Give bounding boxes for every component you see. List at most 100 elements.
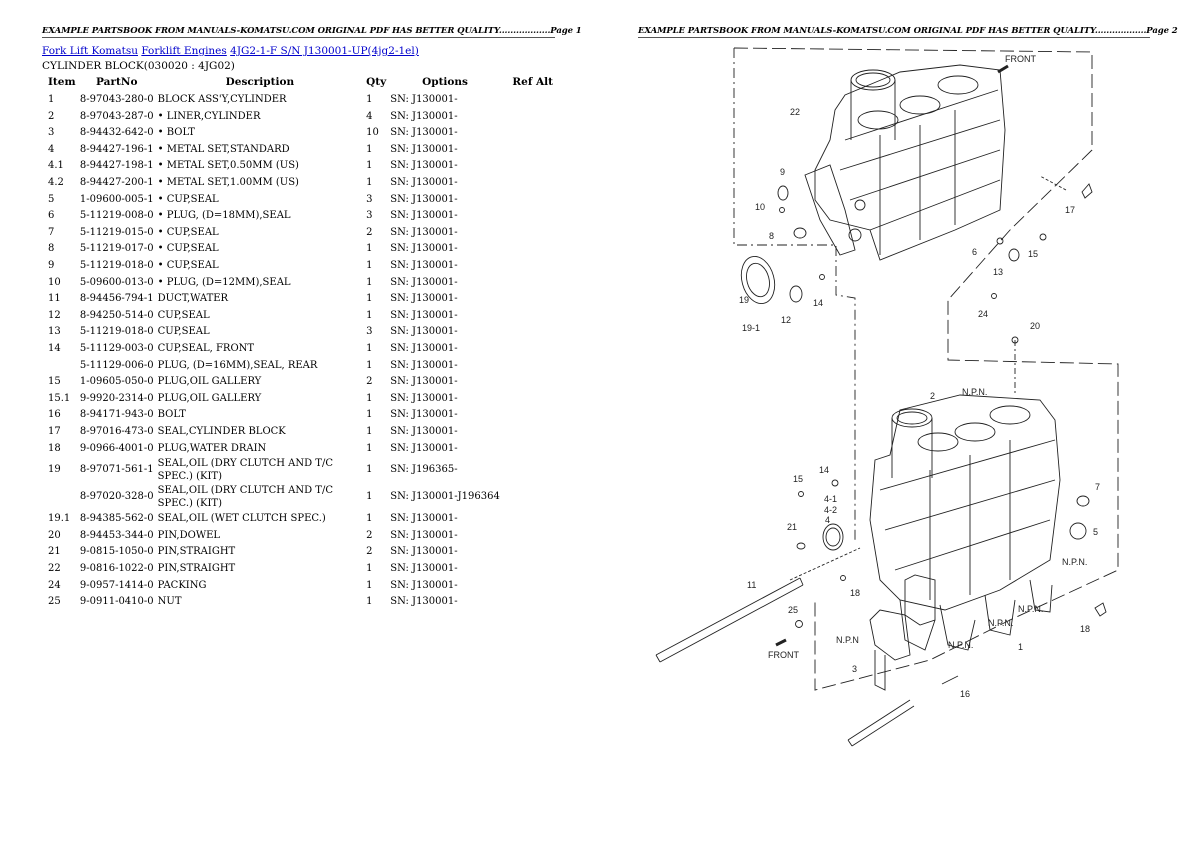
- part-number-cell: 5-09600-013-0: [79, 276, 154, 288]
- description-cell: PLUG,OIL GALLERY: [157, 376, 262, 388]
- item-cell: 20: [48, 529, 61, 541]
- qty-cell: 1: [366, 579, 373, 591]
- svg-text:17: 17: [1065, 205, 1075, 215]
- item-cell: 4.1: [48, 160, 64, 172]
- breadcrumb-link-fork-lift-komatsu[interactable]: Fork Lift Komatsu: [42, 45, 138, 57]
- ref-alt-cell: [502, 390, 555, 407]
- qty-cell: 1: [366, 392, 373, 404]
- column-header-partno: PartNo: [96, 76, 138, 88]
- ref-alt-cell: [502, 274, 555, 291]
- options-cell: SN: J130001-: [390, 309, 458, 321]
- svg-text:7: 7: [1095, 482, 1100, 492]
- item-cell: 15: [48, 376, 61, 388]
- options-cell: SN: J130001-: [390, 359, 458, 371]
- part-number-cell: 9-9920-2314-0: [79, 392, 154, 404]
- options-cell: SN: J130001-: [390, 276, 458, 288]
- svg-text:18: 18: [850, 588, 860, 598]
- qty-cell: 1: [366, 596, 373, 608]
- item-cell: 19: [48, 464, 61, 476]
- breadcrumb-link-forklift-engines[interactable]: Forklift Engines: [141, 45, 227, 57]
- ref-alt-cell: [502, 241, 555, 258]
- item-cell: [44, 484, 78, 511]
- description-cell: • LINER,CYLINDER: [157, 110, 261, 122]
- parts-table: Item PartNo Description Qty Options Ref …: [44, 76, 555, 610]
- item-cell: 4.2: [48, 177, 64, 189]
- description-cell: • CUP,SEAL: [157, 193, 219, 205]
- svg-text:N.P.N.: N.P.N.: [948, 640, 973, 650]
- part-number-cell: 8-94427-200-1: [79, 177, 154, 189]
- options-cell: SN: J130001-: [390, 210, 458, 222]
- ref-alt-cell: [502, 108, 555, 125]
- part-number-cell: 8-97016-473-0: [79, 425, 154, 437]
- item-cell: 25: [48, 596, 61, 608]
- item-cell: 14: [48, 343, 61, 354]
- item-cell: 16: [48, 409, 61, 421]
- qty-cell: 2: [366, 376, 373, 388]
- breadcrumb-link-model[interactable]: 4JG2-1-F S/N J130001-UP(4jg2-1el): [230, 45, 419, 57]
- svg-text:10: 10: [755, 202, 765, 212]
- description-cell: PLUG, (D=16MM),SEAL, REAR: [157, 359, 318, 371]
- item-cell: 4: [48, 143, 55, 155]
- part-number-cell: 8-94385-562-0: [79, 513, 154, 525]
- item-cell: 19.1: [48, 513, 71, 525]
- description-cell: PIN,STRAIGHT: [157, 546, 236, 558]
- column-header-ref-alt: Ref Alt: [512, 76, 553, 88]
- options-cell: SN: J130001-: [390, 160, 458, 172]
- ref-alt-cell: [502, 544, 555, 561]
- item-cell: 9: [48, 260, 55, 272]
- qty-cell: 1: [366, 562, 373, 574]
- options-cell: SN: J130001-: [390, 442, 458, 454]
- ref-alt-cell: [502, 257, 555, 274]
- qty-cell: 1: [366, 442, 373, 454]
- upper-cylinder-block: [804, 64, 1006, 261]
- item-cell: 17: [48, 425, 61, 437]
- breadcrumb: Fork Lift Komatsu Forklift Engines 4JG2-…: [42, 45, 419, 57]
- ref-alt-cell: [502, 357, 555, 374]
- description-cell: NUT: [157, 596, 182, 608]
- part-number-cell: 5-11219-008-0: [79, 210, 154, 222]
- ref-alt-cell: [502, 125, 555, 142]
- item-cell: 12: [48, 309, 61, 321]
- options-cell: SN: J130001-: [390, 596, 458, 608]
- options-cell: SN: J130001-: [390, 293, 458, 305]
- options-cell: SN: J130001-: [390, 546, 458, 558]
- ref-alt-cell: [502, 577, 555, 594]
- ref-alt-cell: [502, 527, 555, 544]
- svg-text:N.P.N.: N.P.N.: [988, 618, 1013, 628]
- part-number-cell: 8-97043-280-0: [79, 94, 154, 106]
- part-number-cell: 8-94250-514-0: [79, 309, 154, 321]
- options-cell: SN: J130001-J196364: [390, 491, 500, 503]
- description-cell: • METAL SET,0.50MM (US): [157, 160, 299, 172]
- ref-alt-cell: [502, 560, 555, 577]
- ref-alt-cell: [502, 423, 555, 440]
- description-cell: PIN,STRAIGHT: [157, 562, 236, 574]
- svg-text:22: 22: [790, 107, 800, 117]
- description-cell: • BOLT: [157, 127, 195, 139]
- ref-alt-cell: [502, 324, 555, 341]
- svg-text:11: 11: [747, 580, 756, 590]
- options-cell: SN: J130001-: [390, 177, 458, 189]
- svg-text:2: 2: [930, 391, 935, 401]
- description-cell: PLUG,OIL GALLERY: [157, 392, 262, 404]
- options-cell: SN: J130001-: [390, 143, 458, 155]
- svg-text:5: 5: [1093, 527, 1098, 537]
- svg-text:6: 6: [972, 247, 977, 257]
- options-cell: SN: J130001-: [390, 392, 458, 404]
- svg-text:12: 12: [781, 315, 791, 325]
- qty-cell: 1: [366, 243, 373, 255]
- part-number-cell: 5-11219-015-0: [79, 226, 154, 238]
- qty-cell: 1: [366, 260, 373, 272]
- qty-cell: 3: [366, 193, 373, 205]
- options-cell: SN: J130001-: [390, 326, 458, 338]
- part-number-cell: 9-0966-4001-0: [79, 442, 154, 454]
- part-number-cell: 9-0816-1022-0: [79, 562, 154, 574]
